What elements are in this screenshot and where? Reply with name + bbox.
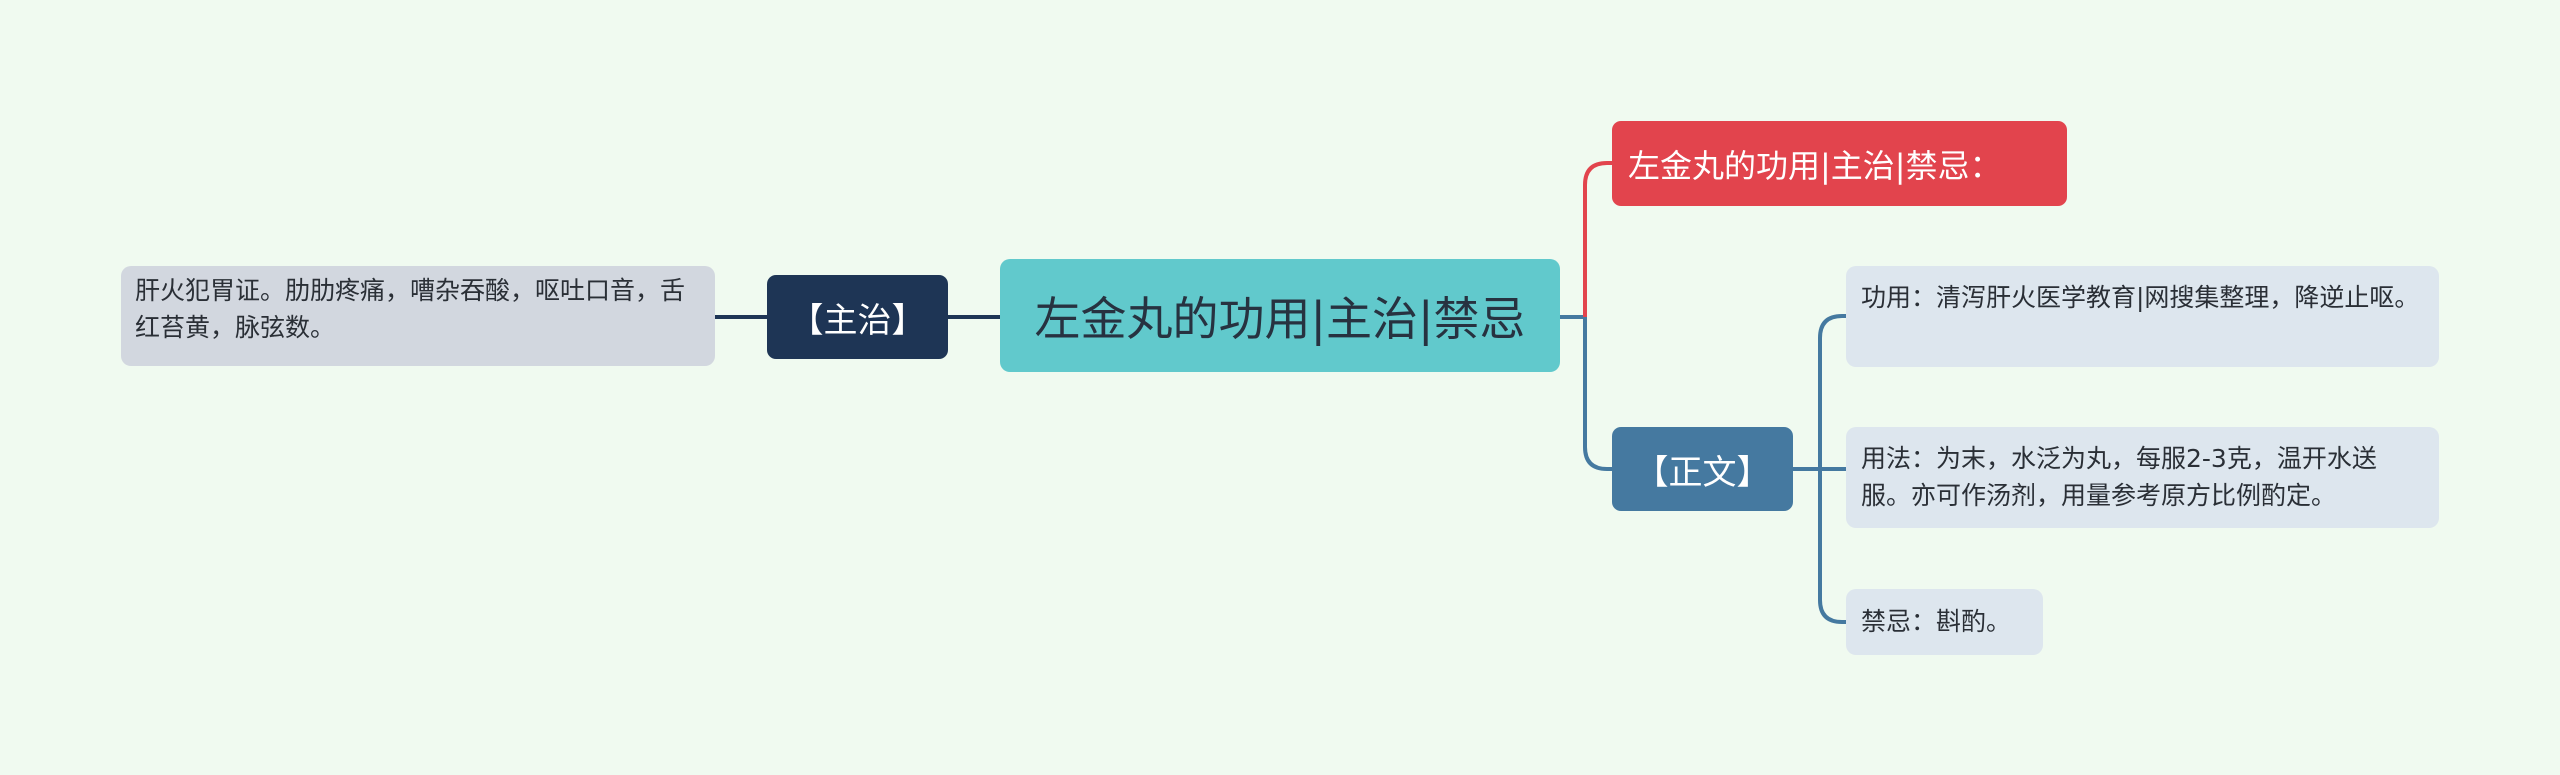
- branch-zhuzhi[interactable]: 【主治】: [767, 275, 948, 359]
- leaf-zhuzhi-text: 肝火犯胃证。肋肋疼痛，嘈杂吞酸，呕吐口音，舌红苔黄，脉弦数。: [135, 276, 686, 342]
- leaf-yongfa-text: 用法：为末，水泛为丸，每服2-3克，温开水送服。亦可作汤剂，用量参考原方比例酌定…: [1861, 444, 2377, 510]
- branch-title-red-label: 左金丸的功用|主治|禁忌：: [1628, 146, 2002, 185]
- leaf-jinji[interactable]: 禁忌：斟酌。: [1846, 589, 2043, 655]
- branch-zhuzhi-label: 【主治】: [789, 300, 926, 341]
- branch-title-red[interactable]: 左金丸的功用|主治|禁忌：: [1612, 121, 2067, 206]
- center-topic[interactable]: 左金丸的功用|主治|禁忌: [1000, 259, 1560, 372]
- branch-zhengwen[interactable]: 【正文】: [1612, 427, 1793, 511]
- leaf-jinji-text: 禁忌：斟酌。: [1861, 607, 2012, 636]
- leaf-gongyong[interactable]: 功用：清泻肝火医学教育|网搜集整理，降逆止呕。: [1846, 266, 2439, 367]
- leaf-gongyong-text: 功用：清泻肝火医学教育|网搜集整理，降逆止呕。: [1861, 283, 2420, 312]
- link-trunk-to-zhengwen: [1583, 317, 1612, 471]
- link-to-leaf1: [1818, 314, 1846, 469]
- link-trunk-to-red: [1583, 161, 1612, 317]
- branch-zhengwen-label: 【正文】: [1634, 452, 1771, 493]
- center-topic-label: 左金丸的功用|主治|禁忌: [1034, 291, 1526, 346]
- leaf-yongfa[interactable]: 用法：为末，水泛为丸，每服2-3克，温开水送服。亦可作汤剂，用量参考原方比例酌定…: [1846, 427, 2439, 528]
- leaf-zhuzhi-detail[interactable]: 肝火犯胃证。肋肋疼痛，嘈杂吞酸，呕吐口音，舌红苔黄，脉弦数。: [121, 266, 715, 366]
- link-to-leaf3: [1818, 469, 1846, 624]
